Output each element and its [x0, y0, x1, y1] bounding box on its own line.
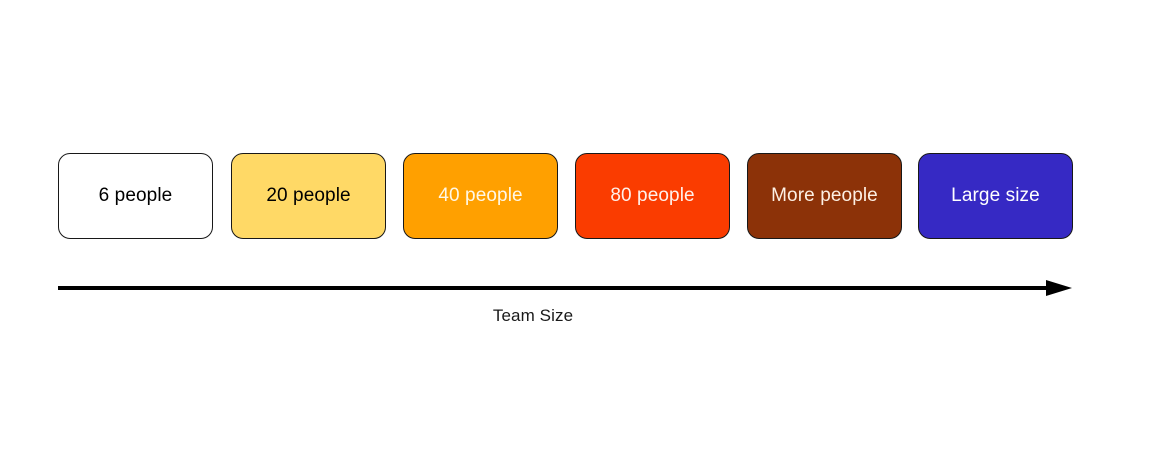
stage-box-label: 80 people — [610, 185, 695, 206]
stage-row: 6 people 20 people 40 people 80 people M… — [58, 153, 1073, 239]
stage-box-1[interactable]: 6 people — [58, 153, 213, 239]
axis-arrow-icon — [58, 274, 1074, 302]
stage-box-3[interactable]: 40 people — [403, 153, 558, 239]
stage-box-2[interactable]: 20 people — [231, 153, 386, 239]
arrow-head-icon — [1046, 280, 1072, 296]
stage-box-4[interactable]: 80 people — [575, 153, 730, 239]
stage-box-label: 40 people — [438, 185, 523, 206]
stage-box-label: Large size — [951, 185, 1040, 206]
stage-box-label: More people — [771, 185, 878, 206]
stage-box-5[interactable]: More people — [747, 153, 902, 239]
stage-box-label: 20 people — [266, 185, 351, 206]
axis-line — [58, 286, 1050, 290]
axis-caption-label: Team Size — [492, 306, 574, 325]
stage-box-label: 6 people — [98, 185, 173, 206]
stage-box-6[interactable]: Large size — [918, 153, 1073, 239]
